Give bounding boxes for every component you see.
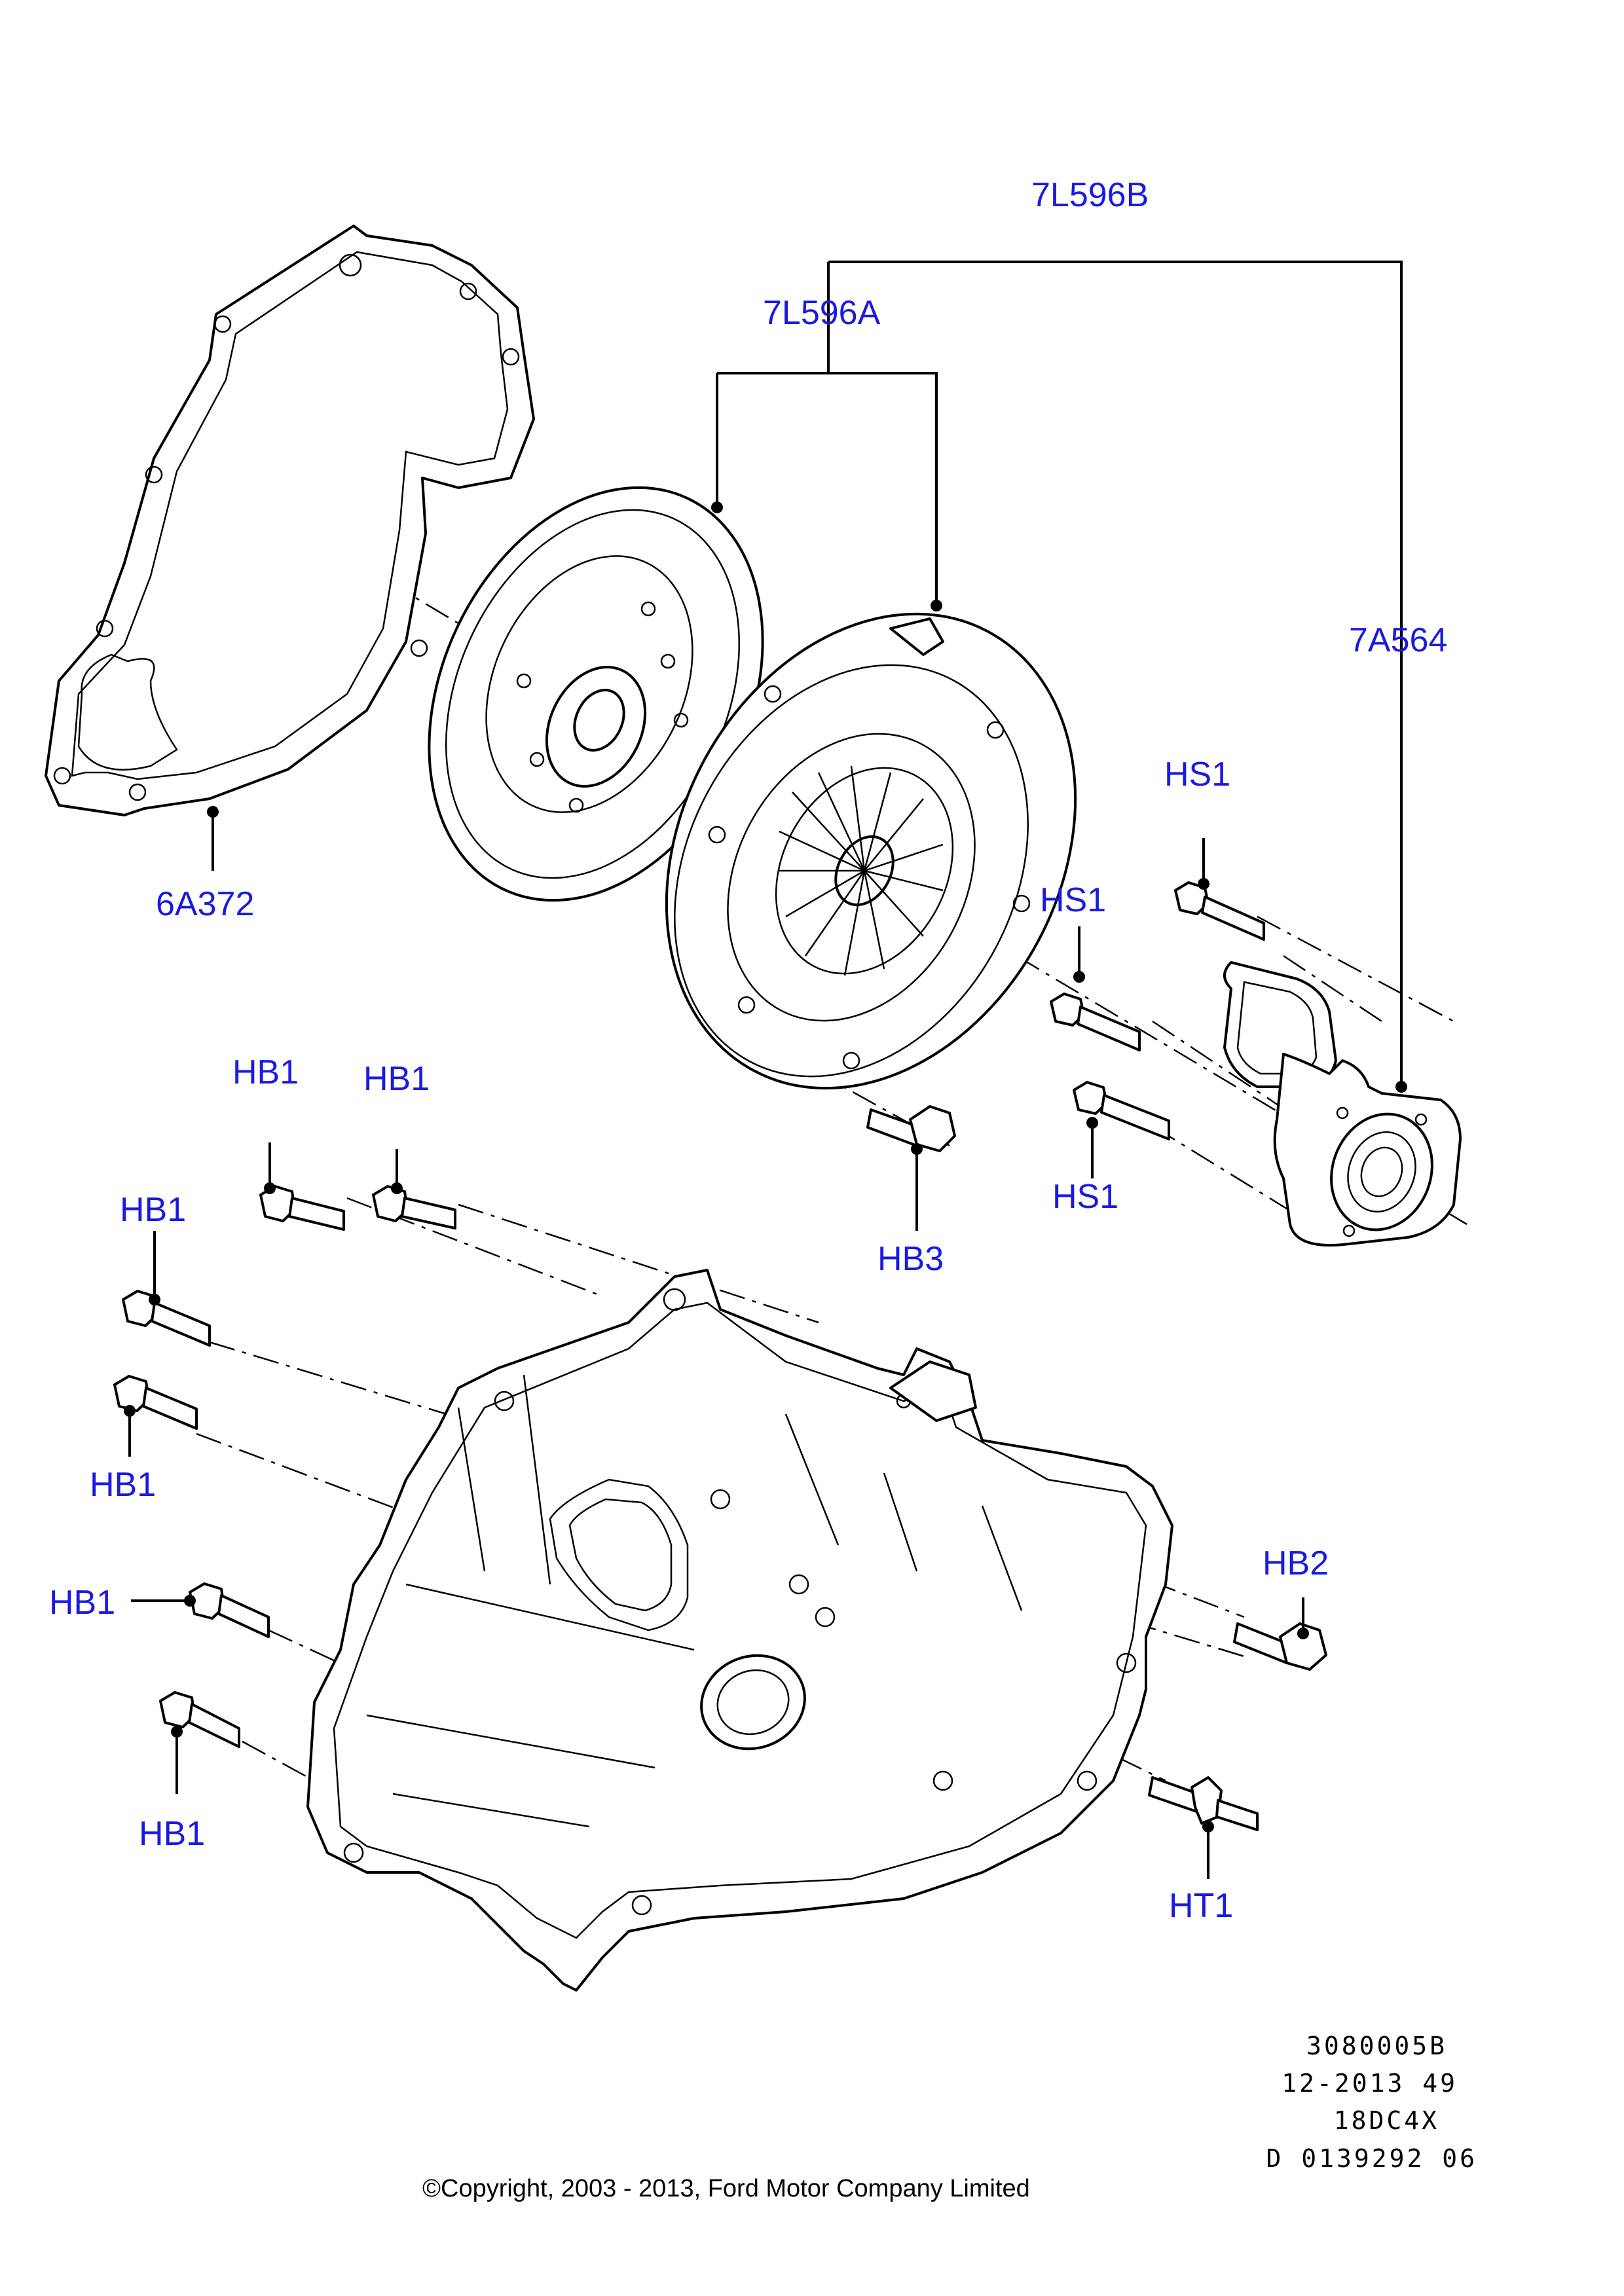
bolt-hs1-c[interactable]	[1073, 1081, 1170, 1140]
label-hb1-a[interactable]: HB1	[232, 1053, 299, 1091]
label-7a564[interactable]: 7A564	[1349, 621, 1447, 659]
slave-cylinder-7a564[interactable]	[1223, 961, 1462, 1247]
ref-illustration-number: 3080005B	[1306, 2032, 1447, 2060]
clutch-housing[interactable]	[306, 1269, 1173, 1992]
label-hb1-d[interactable]: HB1	[90, 1466, 156, 1504]
clutch-disc[interactable]	[365, 433, 827, 955]
label-hs1-c[interactable]: HS1	[1052, 1178, 1118, 1216]
bolt-hb1-c[interactable]	[122, 1290, 211, 1347]
ref-date-code: 12-2013 49	[1282, 2069, 1458, 2098]
bolt-hs1-a[interactable]	[1174, 881, 1265, 941]
bolt-hb1-b[interactable]	[372, 1185, 456, 1230]
bolt-ht1[interactable]	[1148, 1776, 1259, 1831]
reference-block: 3080005B 12-2013 49 18DC4X D 0139292 06	[1266, 2032, 1477, 2173]
label-hs1-b[interactable]: HS1	[1040, 881, 1106, 919]
bolts	[113, 881, 1327, 1831]
pressure-plate[interactable]	[587, 542, 1156, 1159]
copyright-notice: ©Copyright, 2003 - 2013, Ford Motor Comp…	[422, 2175, 1030, 2202]
bolt-hb1-e[interactable]	[189, 1582, 270, 1638]
label-hb1-c[interactable]: HB1	[120, 1191, 186, 1229]
label-hb3[interactable]: HB3	[877, 1240, 944, 1278]
bolt-hb1-a[interactable]	[259, 1185, 345, 1231]
label-hs1-a[interactable]: HS1	[1164, 756, 1230, 793]
label-hb1-b[interactable]: HB1	[363, 1060, 430, 1098]
label-7l596a[interactable]: 7L596A	[763, 294, 881, 332]
bolt-hb2[interactable]	[1233, 1622, 1327, 1671]
label-ht1[interactable]: HT1	[1169, 1887, 1233, 1925]
ref-model-code: 18DC4X	[1334, 2106, 1439, 2135]
part-labels: 7L596B 7L596A 7A564 6A372 HS1 HS1 HS1 HB…	[49, 176, 1447, 1925]
bolt-hs1-b[interactable]	[1050, 993, 1141, 1051]
bolt-hb1-d[interactable]	[113, 1375, 198, 1430]
gasket-6a372[interactable]	[45, 225, 535, 816]
label-7l596b[interactable]: 7L596B	[1031, 176, 1149, 214]
ref-document-code: D 0139292 06	[1266, 2144, 1477, 2173]
bolt-hb3[interactable]	[866, 1105, 956, 1152]
label-hb2[interactable]: HB2	[1263, 1544, 1329, 1582]
label-hb1-e[interactable]: HB1	[49, 1584, 115, 1622]
label-hb1-f[interactable]: HB1	[139, 1815, 205, 1853]
bolt-hb1-f[interactable]	[159, 1691, 240, 1748]
label-6a372[interactable]: 6A372	[156, 885, 254, 923]
leader-lines	[124, 261, 1407, 1879]
